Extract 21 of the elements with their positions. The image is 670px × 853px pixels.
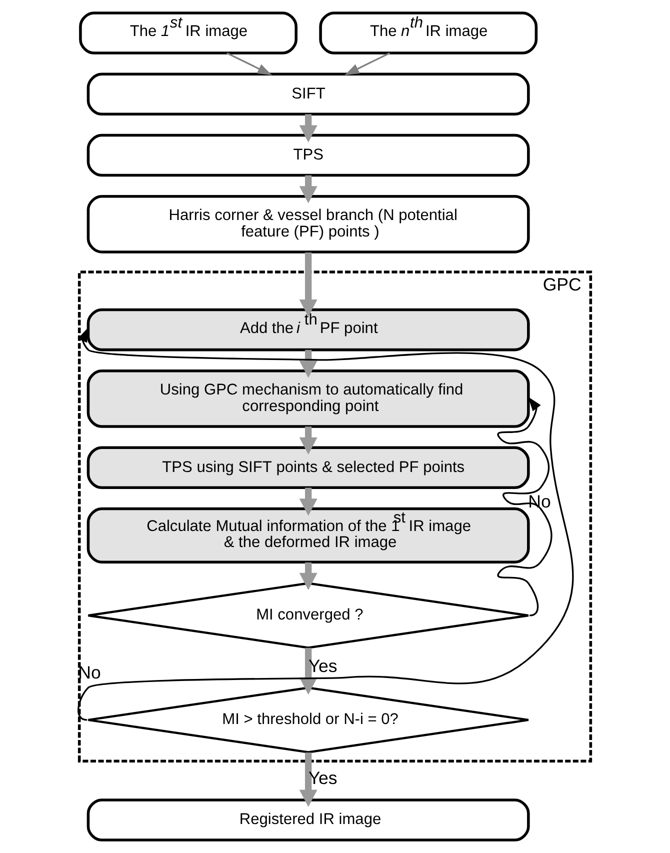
node-diamond: MI > threshold or N-i = 0? — [87, 686, 530, 754]
node-box: Registered IR image — [86, 798, 530, 842]
arrow — [299, 426, 318, 455]
arrow — [299, 175, 318, 204]
arrow — [78, 327, 574, 721]
arrow — [497, 396, 552, 616]
arrow — [299, 648, 318, 695]
arrow — [299, 114, 318, 142]
node-box: Harris corner & vessel branch (N potential feature (PF) points ) — [86, 195, 530, 254]
node-box: SIFT — [86, 72, 530, 116]
node-box: TPS — [86, 134, 530, 177]
arrow — [299, 252, 318, 317]
edge-label: Yes — [308, 768, 338, 788]
node-diamond: MI converged ? — [87, 582, 530, 649]
edge-label: Yes — [308, 656, 338, 676]
node-box: Using GPC mechanism to automatically find corresponding point — [86, 370, 530, 428]
arrow — [299, 562, 318, 590]
arrow — [299, 752, 318, 807]
node-box: TPS using SIFT points & selected PF points — [86, 446, 530, 490]
arrow — [299, 488, 318, 516]
arrow — [299, 350, 318, 378]
